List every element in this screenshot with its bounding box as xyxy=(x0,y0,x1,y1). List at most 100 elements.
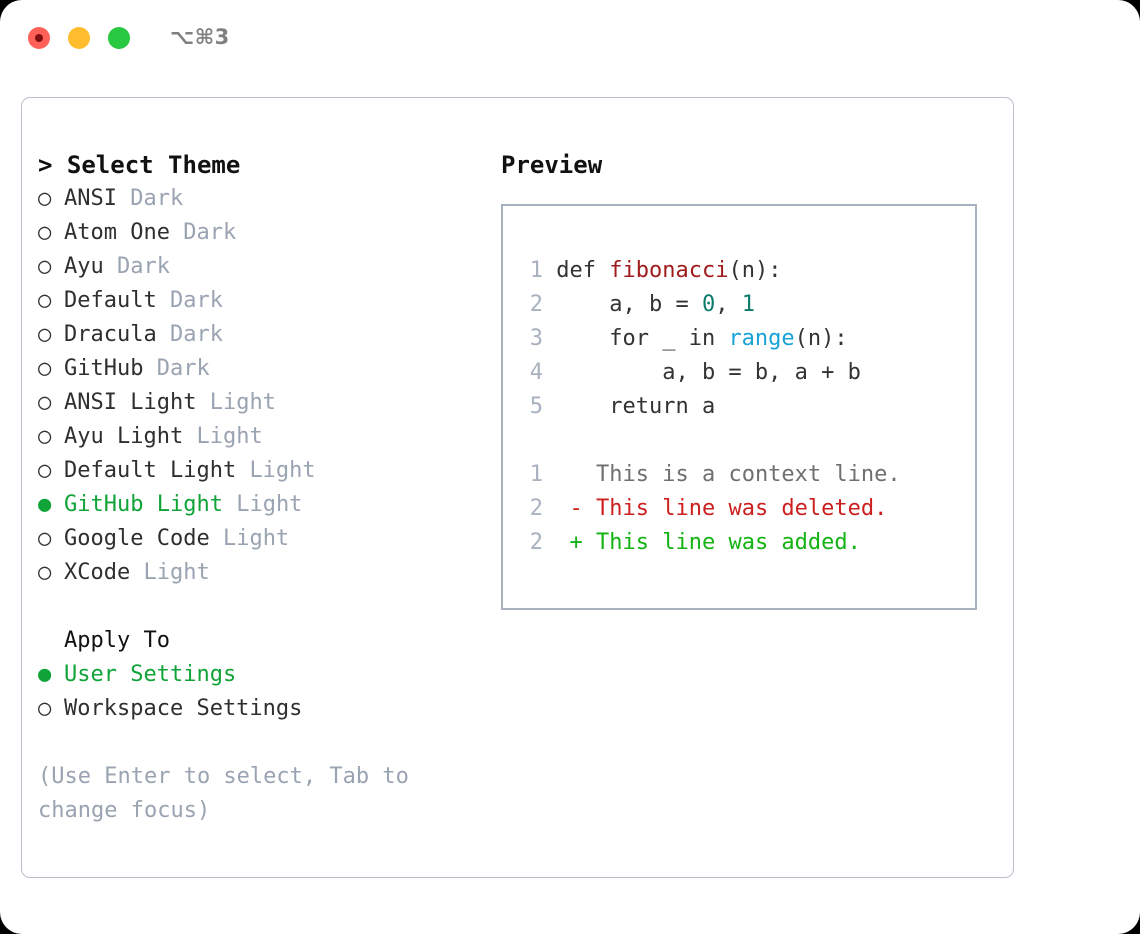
panel-columns: > Select Theme ○ANSI Dark○Atom One Dark○… xyxy=(22,98,1013,877)
theme-option-label: ANSI Light xyxy=(64,390,197,415)
theme-option-ansi-light[interactable]: ○ANSI Light Light xyxy=(38,386,488,420)
preview-box: 1 def fibonacci(n):2 a, b = 0, 1 3 for _ … xyxy=(501,204,977,610)
line-number: 3 xyxy=(529,326,543,351)
theme-option-label: XCode xyxy=(64,560,131,585)
apply-to-option-label: Workspace Settings xyxy=(64,696,303,721)
code-token-plain: for _ in xyxy=(556,326,729,351)
apply-to-title: Apply To xyxy=(64,628,170,653)
apply-to-option-workspace-settings[interactable]: ○ Workspace Settings xyxy=(38,692,488,726)
diff-sign: - xyxy=(569,496,596,521)
radio-unselected-icon: ○ xyxy=(38,322,52,347)
theme-option-ansi[interactable]: ○ANSI Dark xyxy=(38,182,488,216)
preview-column: Preview 1 def fibonacci(n):2 a, b = 0, 1… xyxy=(501,148,1001,610)
theme-selector-column: > Select Theme ○ANSI Dark○Atom One Dark○… xyxy=(38,148,488,828)
radio-unselected-icon: ○ xyxy=(38,424,52,449)
diff-text: This is a context line. xyxy=(596,462,901,487)
theme-option-label: Default xyxy=(64,288,157,313)
theme-option-xcode[interactable]: ○XCode Light xyxy=(38,556,488,590)
theme-option-label: GitHub xyxy=(64,356,144,381)
label-spacer xyxy=(236,458,249,483)
theme-variant-tag: Dark xyxy=(169,322,223,347)
code-sample: 1 def fibonacci(n):2 a, b = 0, 1 3 for _ … xyxy=(521,254,861,424)
theme-option-ayu-light[interactable]: ○ Ayu Light Light xyxy=(38,420,488,454)
spacer xyxy=(38,590,488,624)
theme-option-atom-one[interactable]: ○Atom One Dark xyxy=(38,216,488,250)
caret-icon: > xyxy=(38,151,53,179)
line-number: 2 xyxy=(529,496,543,521)
theme-list-header: > Select Theme xyxy=(38,148,488,182)
theme-variant-tag: Light xyxy=(249,458,316,483)
radio-unselected-icon: ○ xyxy=(38,696,52,721)
theme-option-label: Ayu xyxy=(64,254,104,279)
apply-to-option-label: User Settings xyxy=(64,662,237,687)
theme-variant-tag: Light xyxy=(236,492,303,517)
close-icon xyxy=(35,34,43,42)
code-token-num: 0 xyxy=(701,292,716,317)
line-number: 4 xyxy=(529,360,543,385)
gutter-gap xyxy=(543,462,570,487)
diff-text: This line was deleted. xyxy=(596,496,888,521)
close-button[interactable] xyxy=(28,27,50,49)
code-line: 2 a, b = 0, 1 xyxy=(521,288,861,322)
line-number: 1 xyxy=(529,258,543,283)
code-line: 1 def fibonacci(n): xyxy=(521,254,861,288)
theme-list-title xyxy=(52,151,66,179)
line-number: 5 xyxy=(529,394,543,419)
code-token-plain: a, b = b, a + b xyxy=(556,360,861,385)
radio-unselected-icon: ○ xyxy=(38,186,52,211)
title-bar: ⌥⌘3 xyxy=(0,0,1140,76)
theme-option-label: Ayu Light xyxy=(64,424,184,449)
preview-title: Preview xyxy=(501,151,603,179)
diff-sign xyxy=(570,462,597,487)
gutter-gap xyxy=(543,530,570,555)
theme-variant-tag: Dark xyxy=(183,220,237,245)
theme-option-label: Dracula xyxy=(64,322,157,347)
theme-option-google-code[interactable]: ○Google Code Light xyxy=(38,522,488,556)
label-spacer xyxy=(143,356,156,381)
theme-variant-tag: Light xyxy=(143,560,210,585)
diff-sample: 1 This is a context line. 2 - This line w… xyxy=(521,458,901,560)
radio-unselected-icon: ○ xyxy=(38,526,52,551)
code-line: 4 a, b = b, a + b xyxy=(521,356,861,390)
label-spacer xyxy=(130,560,143,585)
label-spacer xyxy=(157,322,170,347)
theme-variant-tag: Dark xyxy=(156,356,210,381)
theme-option-label: ANSI xyxy=(64,186,117,211)
code-token-plain: , xyxy=(715,292,742,317)
theme-option-dracula[interactable]: ○ Dracula Dark xyxy=(38,318,488,352)
diff-line-add: 2 + This line was added. xyxy=(521,526,901,560)
theme-option-ayu[interactable]: ○Ayu Dark xyxy=(38,250,488,284)
theme-option-default[interactable]: ○Default Dark xyxy=(38,284,488,318)
minimize-button[interactable] xyxy=(68,27,90,49)
theme-option-default-light[interactable]: ○ Default Light Light xyxy=(38,454,488,488)
diff-line-del: 2 - This line was deleted. xyxy=(521,492,901,526)
code-line: 5 return a xyxy=(521,390,861,424)
theme-option-github-light[interactable]: ●GitHub Light Light xyxy=(38,488,488,522)
zoom-button[interactable] xyxy=(108,27,130,49)
line-number: 2 xyxy=(529,292,543,317)
radio-unselected-icon: ○ xyxy=(38,220,52,245)
line-number: 1 xyxy=(529,462,543,487)
page-title: Select Theme xyxy=(66,151,241,179)
code-token-plain: def xyxy=(556,258,610,283)
label-spacer xyxy=(157,288,170,313)
label-spacer xyxy=(210,526,223,551)
gutter-gap xyxy=(543,292,556,317)
code-token-fn: fibonacci xyxy=(609,258,729,283)
apply-to-option-user-settings[interactable]: ●User Settings xyxy=(38,658,488,692)
theme-variant-tag: Dark xyxy=(169,288,223,313)
theme-option-github[interactable]: ○GitHub Dark xyxy=(38,352,488,386)
gutter-gap xyxy=(543,496,570,521)
radio-unselected-icon: ○ xyxy=(38,458,52,483)
theme-option-label: Google Code xyxy=(64,526,210,551)
content-panel: > Select Theme ○ANSI Dark○Atom One Dark○… xyxy=(21,97,1014,878)
gutter-gap xyxy=(543,326,556,351)
label-spacer xyxy=(196,390,209,415)
theme-option-label: Default Light xyxy=(64,458,237,483)
theme-variant-tag: Light xyxy=(196,424,263,449)
apply-to-option-list: ●User Settings ○ Workspace Settings xyxy=(38,658,488,726)
label-spacer xyxy=(170,220,183,245)
keyboard-shortcut-label: ⌥⌘3 xyxy=(170,25,230,49)
gutter-gap xyxy=(543,394,556,419)
